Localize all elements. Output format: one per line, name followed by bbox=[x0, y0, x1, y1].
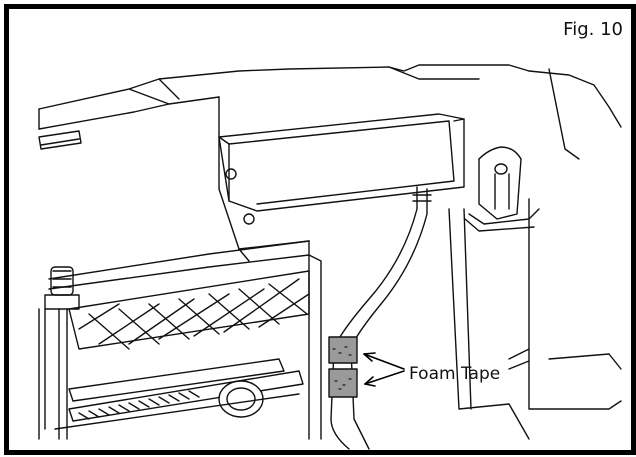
foam-tape-wraps bbox=[328, 336, 358, 398]
lid-outline bbox=[38, 64, 622, 160]
mesh-grille bbox=[68, 270, 310, 350]
wire-harness bbox=[330, 186, 432, 450]
lid-latch bbox=[38, 130, 82, 150]
spring-mechanism bbox=[54, 358, 304, 430]
callout-arrows bbox=[363, 352, 405, 387]
figure-label: Fig. 10 bbox=[563, 19, 623, 40]
control-box bbox=[218, 113, 465, 225]
technical-drawing bbox=[38, 64, 622, 450]
foam-tape-callout: Foam Tape bbox=[409, 364, 501, 384]
knob-assembly bbox=[38, 266, 80, 440]
figure-frame: Fig. 10 Foam Tape bbox=[4, 4, 636, 455]
support-post bbox=[464, 146, 540, 232]
